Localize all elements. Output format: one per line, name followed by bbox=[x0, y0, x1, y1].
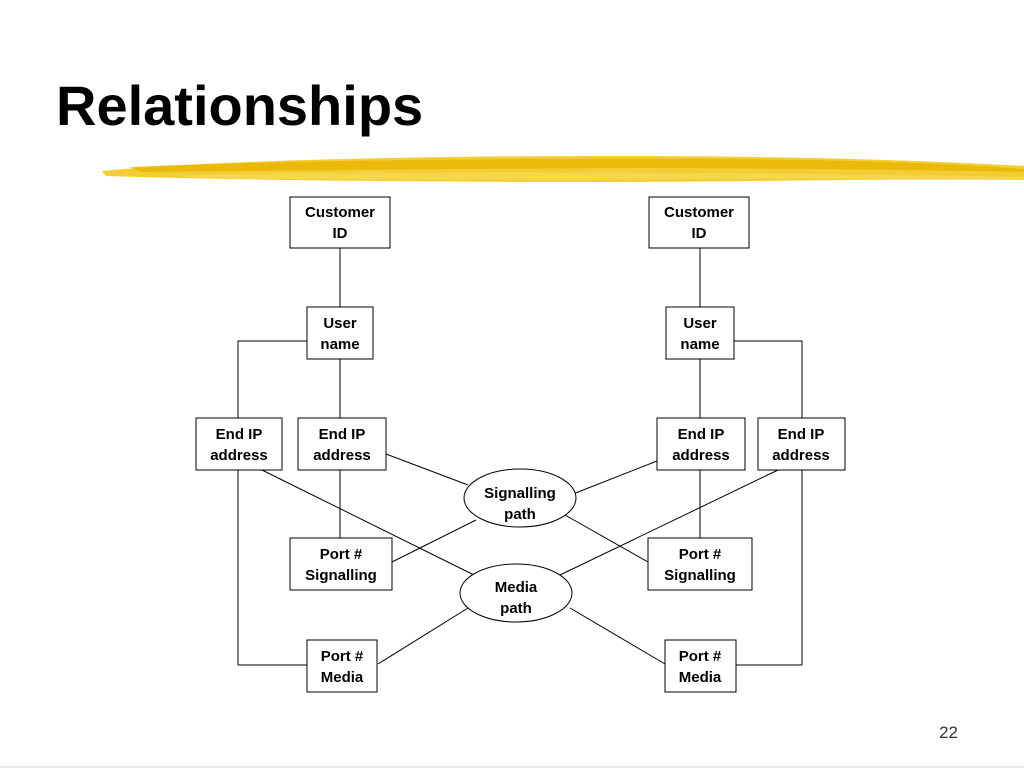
left-port-media-box: Port # Media bbox=[306, 639, 378, 693]
box-label-line-2: name bbox=[320, 336, 359, 353]
right-port-media-box: Port # Media bbox=[664, 639, 737, 693]
connectors bbox=[237, 248, 803, 666]
left-port-signalling-box: Port # Signalling bbox=[289, 537, 393, 591]
slide-title: Relationships bbox=[56, 74, 424, 137]
box-label-line-2: name bbox=[680, 336, 719, 353]
ellipse-label-line-2: path bbox=[500, 600, 532, 617]
box-label-line-2: Signalling bbox=[305, 567, 377, 584]
bottom-divider bbox=[0, 766, 1024, 768]
box-label-line-1: End IP bbox=[678, 426, 725, 443]
left-end-ip-outer-box: End IP address bbox=[195, 417, 283, 471]
box-label-line-2: address bbox=[210, 447, 268, 464]
ellipse-label-line-1: Signalling bbox=[484, 485, 556, 502]
signalling-path-ellipse: Signalling path bbox=[463, 468, 577, 528]
media-path-ellipse: Media path bbox=[459, 563, 573, 623]
box-label-line-2: Signalling bbox=[664, 567, 736, 584]
box-label-line-2: address bbox=[772, 447, 830, 464]
right-port-signalling-box: Port # Signalling bbox=[647, 537, 753, 591]
box-label-line-1: User bbox=[683, 315, 717, 332]
left-customer-id-box: Customer ID bbox=[289, 196, 391, 249]
box-label-line-1: User bbox=[323, 315, 357, 332]
right-user-name-box: User name bbox=[665, 306, 735, 360]
box-label-line-1: End IP bbox=[778, 426, 825, 443]
box-label-line-2: ID bbox=[692, 225, 707, 242]
ellipse-label-line-2: path bbox=[504, 506, 536, 523]
box-label-line-1: End IP bbox=[216, 426, 263, 443]
box-label-line-2: ID bbox=[333, 225, 348, 242]
box-label-line-1: Customer bbox=[664, 204, 734, 221]
page-number: 22 bbox=[939, 723, 958, 742]
left-user-name-box: User name bbox=[306, 306, 374, 360]
box-label-line-2: Media bbox=[321, 669, 364, 686]
box-label-line-2: address bbox=[313, 447, 371, 464]
box-label-line-1: Port # bbox=[679, 546, 722, 563]
box-label-line-1: Customer bbox=[305, 204, 375, 221]
box-label-line-2: Media bbox=[679, 669, 722, 686]
box-label-line-1: Port # bbox=[321, 648, 364, 665]
left-end-ip-inner-box: End IP address bbox=[297, 417, 387, 471]
box-label-line-1: Port # bbox=[320, 546, 363, 563]
box-label-line-1: End IP bbox=[319, 426, 366, 443]
right-customer-id-box: Customer ID bbox=[648, 196, 750, 249]
right-end-ip-inner-box: End IP address bbox=[656, 417, 746, 471]
box-label-line-2: address bbox=[672, 447, 730, 464]
right-end-ip-outer-box: End IP address bbox=[757, 417, 846, 471]
box-label-line-1: Port # bbox=[679, 648, 722, 665]
title-underline-brushstroke bbox=[102, 156, 1024, 182]
ellipse-label-line-1: Media bbox=[495, 579, 538, 596]
